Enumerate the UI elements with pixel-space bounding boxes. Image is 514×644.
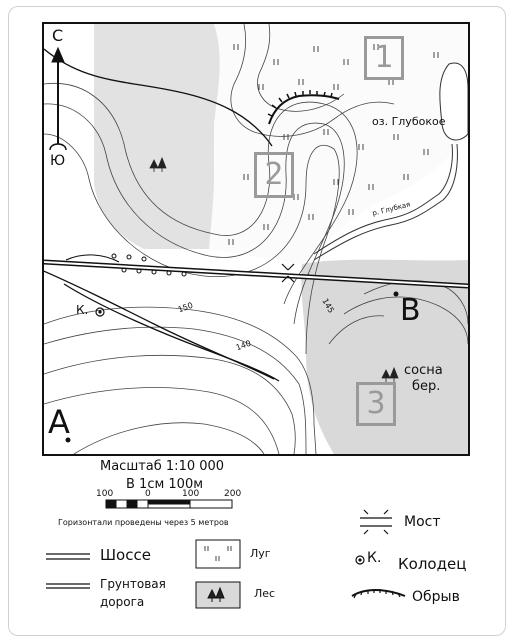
highway-center (44, 261, 468, 287)
legend-cliff-symbol (351, 589, 406, 599)
legend-cliff-label: Обрыв (412, 589, 460, 605)
square-3[interactable]: 3 (356, 382, 396, 426)
meadow-marks (228, 44, 439, 245)
lake-glubokoe (439, 62, 468, 141)
legend-well-label: Колодец (398, 555, 467, 573)
scale-bar (105, 499, 233, 509)
contour-line (44, 133, 340, 355)
topographic-map[interactable]: С Ю 1 2 3 оз. Глубокое р. Глубкая К. А В… (42, 22, 470, 456)
square-2[interactable]: 2 (254, 152, 294, 198)
contour-interval-note: Горизонтали проведены через 5 метров (58, 518, 229, 527)
legend-meadow-label: Луг (250, 547, 271, 560)
contour-line (230, 24, 395, 137)
contour-lines (44, 24, 468, 454)
forest-tree-symbols (149, 156, 399, 382)
scale-title: Масштаб 1:10 000 (100, 459, 225, 474)
legend-dirt-road-label-1: Грунтовая (100, 577, 166, 591)
map-drawing (44, 24, 468, 454)
dirt-road (44, 48, 273, 147)
forest-area-northwest (94, 24, 220, 249)
meadow-area-north (209, 24, 468, 264)
legend-dirt-road-symbol (46, 583, 90, 589)
contour-line (257, 24, 345, 112)
point-a-label: А (48, 403, 70, 441)
contour-line (44, 387, 280, 454)
bridge-symbol (281, 263, 295, 283)
point-b-marker (393, 291, 399, 297)
legend-meadow-symbol (195, 539, 241, 569)
scale-subtitle: В 1см 100м (126, 477, 204, 492)
river-glubokaya (313, 143, 453, 255)
contour-line (328, 315, 385, 345)
forest-area-east (301, 259, 468, 454)
legend-well-symbol (355, 555, 365, 565)
contour-line (44, 326, 307, 454)
forest-species-label-1: сосна (404, 363, 443, 378)
scale-tick-0: 0 (145, 489, 151, 499)
contour-line (343, 296, 468, 345)
highway-cliff-dots (65, 253, 187, 277)
contour-line (44, 103, 345, 325)
contour-line (363, 280, 468, 325)
legend-well-symbol-label: К. (367, 550, 382, 566)
compass-south-label: Ю (50, 153, 66, 169)
compass-north-label: С (52, 26, 64, 45)
scale-tick-200: 200 (224, 489, 242, 499)
legend-forest-label: Лес (254, 587, 276, 600)
square-1[interactable]: 1 (364, 36, 404, 80)
cliff-line (268, 94, 340, 125)
legend-highway-symbol (46, 553, 90, 560)
well-symbol (95, 307, 105, 317)
legend-bridge-label: Мост (404, 514, 441, 530)
scale-tick-100-right: 100 (182, 489, 200, 499)
contour-line (44, 354, 296, 454)
dirt-road (63, 283, 280, 382)
legend-highway-label: Шоссе (100, 546, 151, 564)
legend-dirt-road-label-2: дорога (100, 595, 145, 609)
compass (49, 46, 67, 151)
contour-line (73, 422, 265, 454)
cliff-ticks (267, 90, 333, 117)
lake-label: оз. Глубокое (372, 115, 446, 128)
legend-forest-symbol (195, 581, 241, 609)
well-label: К. (76, 303, 89, 317)
contour-line (44, 82, 358, 305)
point-a-marker (65, 437, 71, 443)
forest-species-label-2: бер. (412, 379, 441, 394)
scale-tick-100-left: 100 (96, 489, 114, 499)
contour-line (44, 306, 317, 454)
point-b-label: В (400, 293, 421, 328)
river-glubokaya-bank (313, 143, 458, 261)
legend-bridge-symbol (360, 509, 392, 535)
